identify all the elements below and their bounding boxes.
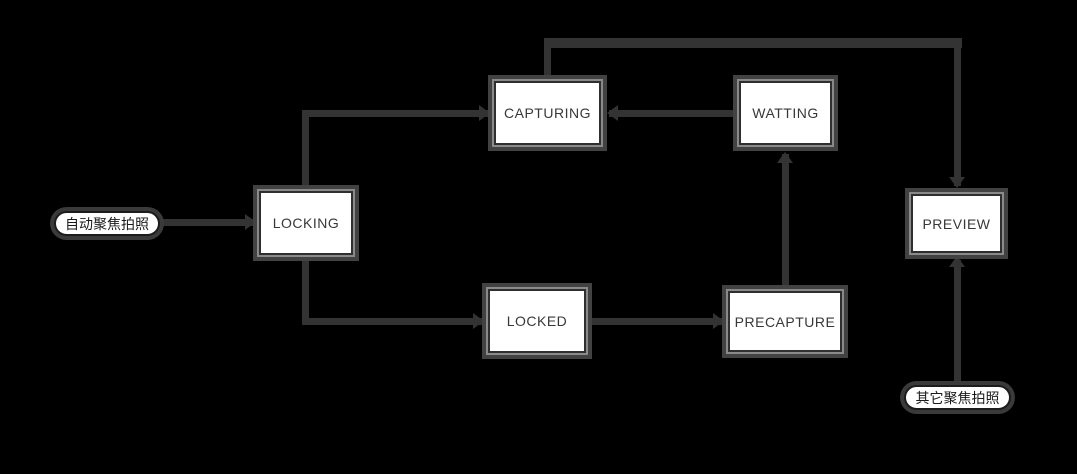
node-locked-label: LOCKED bbox=[506, 313, 568, 329]
edge-autofocus-locking bbox=[160, 219, 254, 226]
arrowhead bbox=[479, 105, 490, 121]
arrowhead bbox=[607, 105, 618, 121]
terminal-other-focus-capture-label: 其它聚焦拍照 bbox=[915, 389, 1000, 406]
arrowhead bbox=[777, 152, 793, 163]
terminal-other-focus-capture: 其它聚焦拍照 bbox=[904, 385, 1011, 410]
node-capturing-label: CAPTURING bbox=[504, 105, 591, 121]
edge-otherfocus-preview bbox=[954, 260, 961, 382]
edge-locking-capturing-h bbox=[302, 110, 488, 117]
node-precapture: PRECAPTURE bbox=[728, 291, 842, 352]
arrowhead bbox=[245, 214, 256, 230]
node-watting-label: WATTING bbox=[752, 105, 819, 121]
node-locked: LOCKED bbox=[488, 289, 586, 353]
edge-watting-capturing bbox=[609, 110, 735, 117]
node-watting: WATTING bbox=[739, 81, 832, 145]
terminal-auto-focus-capture: 自动聚焦拍照 bbox=[54, 211, 160, 236]
node-precapture-label: PRECAPTURE bbox=[734, 313, 836, 330]
node-locking-label: LOCKING bbox=[272, 215, 340, 231]
edge-capturing-preview-h bbox=[544, 38, 962, 48]
edge-capturing-preview-v2 bbox=[954, 38, 961, 186]
edge-locking-locked-h bbox=[302, 318, 484, 325]
edge-locked-precapture bbox=[590, 318, 724, 325]
arrowhead bbox=[713, 313, 724, 329]
terminal-auto-focus-capture-label: 自动聚焦拍照 bbox=[65, 215, 149, 232]
arrowhead bbox=[949, 256, 965, 267]
arrowhead bbox=[949, 177, 965, 188]
node-capturing: CAPTURING bbox=[494, 81, 601, 145]
arrowhead bbox=[473, 313, 484, 329]
node-preview: PREVIEW bbox=[911, 194, 1002, 253]
node-locking: LOCKING bbox=[259, 191, 353, 255]
edge-capturing-preview-v1 bbox=[544, 40, 551, 78]
edge-locking-locked-v bbox=[302, 256, 309, 322]
node-preview-label: PREVIEW bbox=[922, 215, 991, 232]
edge-locking-capturing-v bbox=[302, 112, 309, 188]
edge-precapture-watting bbox=[782, 154, 789, 288]
